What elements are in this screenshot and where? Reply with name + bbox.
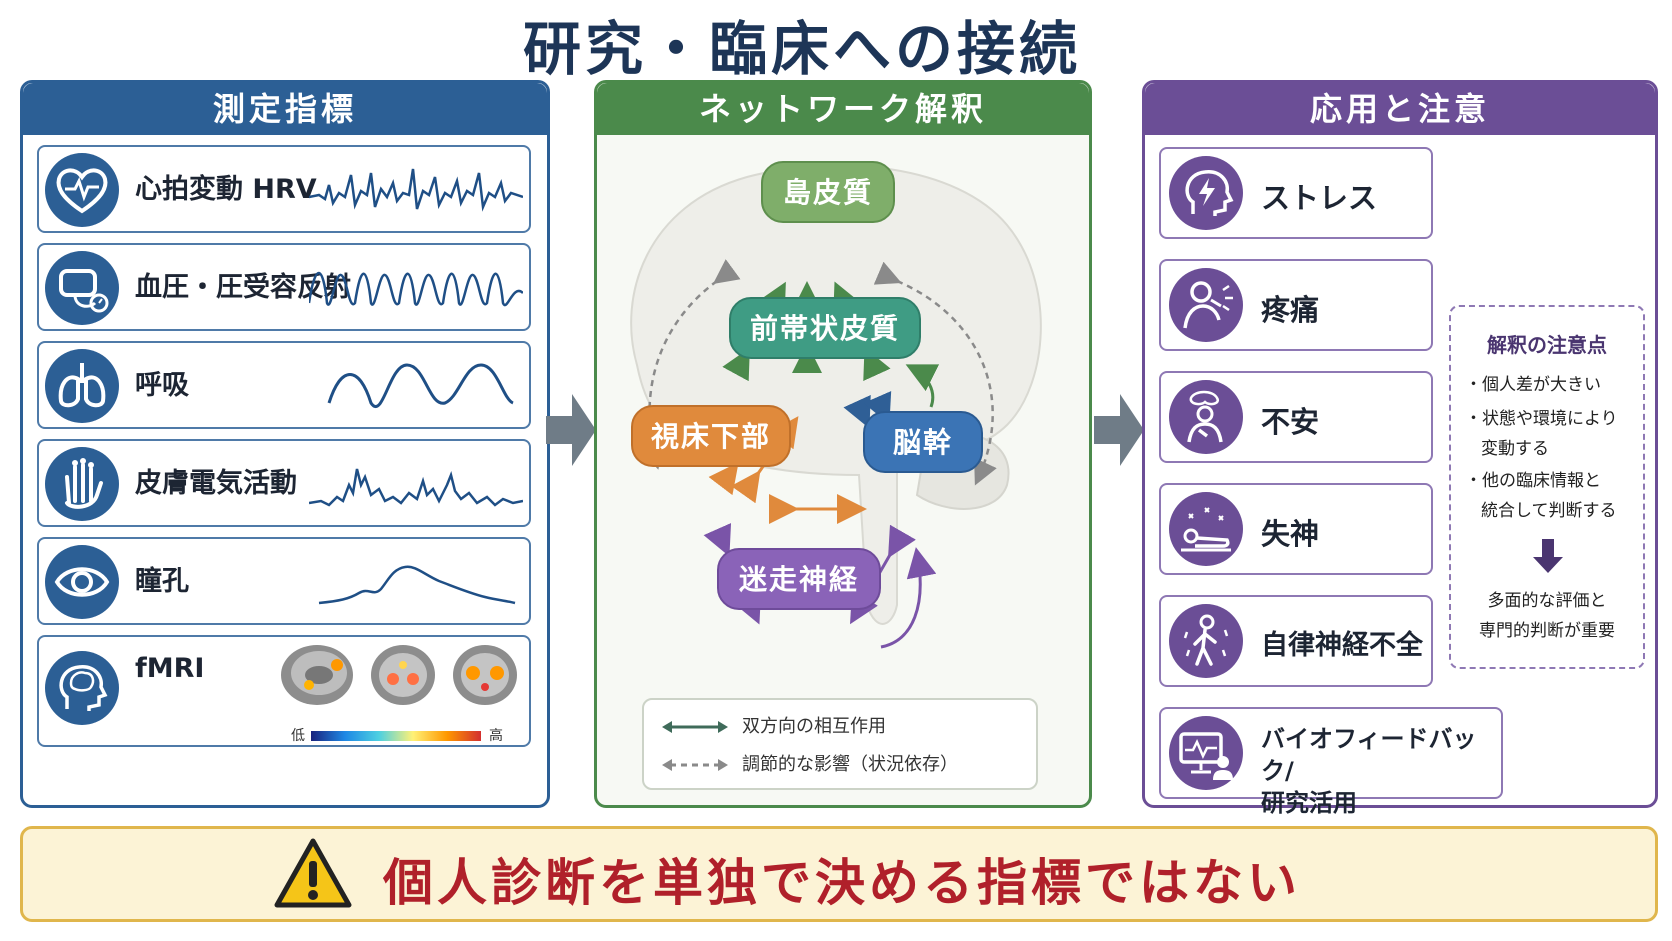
application-label: 不安 bbox=[1261, 405, 1320, 439]
flow-arrow-left-to-middle bbox=[546, 394, 596, 466]
biofeedback-label: バイオフィードバック/ 研究活用 bbox=[1261, 723, 1501, 819]
down-arrow-icon bbox=[1533, 539, 1563, 573]
application-card-biofeedback: バイオフィードバック/ 研究活用 bbox=[1159, 707, 1503, 817]
fmri-scan-images bbox=[281, 645, 517, 705]
node-hypothalamus: 視床下部 bbox=[631, 405, 791, 467]
legend-row-modulatory: 調節的な影響（状況依存） bbox=[662, 750, 958, 776]
monitor-user-icon bbox=[1169, 716, 1243, 790]
network-panel-header: ネットワーク解釈 bbox=[597, 83, 1089, 135]
eda-waveform bbox=[309, 468, 523, 507]
application-panel: 応用と注意 ストレス 疼痛 不安 失神 自律神経不全 バ bbox=[1142, 80, 1658, 817]
measure-card-hrv: 心拍変動 HRV bbox=[37, 145, 531, 233]
respiration-waveform bbox=[327, 363, 514, 408]
colorbar-high-label: 高 bbox=[489, 728, 503, 744]
network-legend: 双方向の相互作用 調節的な影響（状況依存） bbox=[642, 698, 1038, 790]
measure-card-fmri: fMRI 低 高 bbox=[37, 635, 531, 747]
caution-bullet-3a: ・他の臨床情報と bbox=[1465, 471, 1601, 491]
caution-conclusion-2: 専門的判断が重要 bbox=[1479, 621, 1615, 641]
application-card-autonomic-failure: 自律神経不全 bbox=[1159, 595, 1433, 687]
caution-title: 解釈の注意点 bbox=[1487, 333, 1607, 357]
fmri-colorbar bbox=[311, 731, 481, 741]
pain-neck-icon bbox=[1169, 268, 1243, 342]
stress-head-icon bbox=[1169, 156, 1243, 230]
blood-pressure-cuff-icon bbox=[45, 251, 119, 325]
application-panel-header: 応用と注意 bbox=[1145, 83, 1655, 135]
solid-double-arrow-icon bbox=[662, 721, 728, 733]
measurement-panel: 測定指標 心拍変動 HRV 血圧・圧受容反射 呼吸 皮膚電気活動 瞳孔 bbox=[20, 80, 550, 808]
colorbar-low-label: 低 bbox=[291, 728, 305, 744]
application-card-stress: ストレス bbox=[1159, 147, 1433, 239]
measure-label: 皮膚電気活動 bbox=[135, 468, 297, 499]
application-label: 疼痛 bbox=[1261, 293, 1320, 327]
measure-label: 瞳孔 bbox=[135, 566, 189, 597]
application-card-pain: 疼痛 bbox=[1159, 259, 1433, 351]
biofeedback-line1: バイオフィードバック/ bbox=[1261, 725, 1477, 785]
node-vagus: 迷走神経 bbox=[717, 548, 881, 610]
application-card-anxiety: 不安 bbox=[1159, 371, 1433, 463]
heart-pulse-icon bbox=[45, 153, 119, 227]
node-acc: 前帯状皮質 bbox=[729, 297, 921, 359]
measure-card-respiration: 呼吸 bbox=[37, 341, 531, 429]
fainting-person-icon bbox=[1169, 492, 1243, 566]
page-title: 研究・臨床への接続 bbox=[522, 15, 1081, 83]
warning-banner: 個人診断を単独で決める指標ではない bbox=[20, 826, 1658, 922]
blood-pressure-waveform bbox=[309, 271, 523, 307]
pupil-waveform bbox=[318, 565, 516, 605]
hrv-waveform bbox=[309, 168, 523, 212]
anxiety-person-icon bbox=[1169, 380, 1243, 454]
measure-label: 心拍変動 HRV bbox=[135, 174, 317, 205]
measure-card-blood-pressure: 血圧・圧受容反射 bbox=[37, 243, 531, 331]
node-brainstem: 脳幹 bbox=[863, 411, 983, 473]
network-panel: ネットワーク解釈 島皮質 前帯状皮質 視床下部 bbox=[594, 80, 1092, 808]
measure-card-eda: 皮膚電気活動 bbox=[37, 439, 531, 527]
edge-acc-self-loop bbox=[905, 364, 940, 408]
node-insula: 島皮質 bbox=[761, 161, 895, 223]
lungs-icon bbox=[45, 349, 119, 423]
caution-bullet-2b: 変動する bbox=[1481, 439, 1549, 459]
application-card-syncope: 失神 bbox=[1159, 483, 1433, 575]
measurement-panel-header: 測定指標 bbox=[23, 83, 547, 135]
dashed-double-arrow-icon bbox=[662, 759, 728, 771]
warning-text: 個人診断を単独で決める指標ではない bbox=[383, 854, 1301, 912]
warning-triangle-icon bbox=[274, 838, 352, 908]
edge-vagus-brainstem-curve bbox=[880, 547, 937, 649]
interpretation-caution-box: 解釈の注意点 ・個人差が大きい ・状態や環境により 変動する ・他の臨床情報と … bbox=[1449, 305, 1645, 669]
hand-electrodes-icon bbox=[45, 447, 119, 521]
caution-conclusion-1: 多面的な評価と bbox=[1487, 591, 1607, 611]
eye-icon bbox=[45, 545, 119, 619]
caution-bullet-1: ・個人差が大きい bbox=[1465, 375, 1601, 395]
flow-arrow-middle-to-right bbox=[1094, 394, 1144, 466]
caution-bullet-3b: 統合して判断する bbox=[1481, 501, 1617, 521]
dizzy-person-icon bbox=[1169, 604, 1243, 678]
application-label: ストレス bbox=[1261, 181, 1378, 215]
application-label: 失神 bbox=[1261, 517, 1320, 551]
measure-label: 呼吸 bbox=[135, 370, 189, 401]
biofeedback-line2: 研究活用 bbox=[1261, 789, 1357, 817]
legend-bidirectional-label: 双方向の相互作用 bbox=[742, 716, 886, 737]
head-brain-icon bbox=[45, 651, 119, 725]
measure-card-pupil: 瞳孔 bbox=[37, 537, 531, 625]
legend-modulatory-label: 調節的な影響（状況依存） bbox=[742, 754, 958, 775]
application-label: 自律神経不全 bbox=[1261, 630, 1423, 661]
legend-row-bidirectional: 双方向の相互作用 bbox=[662, 712, 886, 738]
caution-bullet-2a: ・状態や環境により bbox=[1465, 409, 1618, 429]
measure-label: fMRI bbox=[135, 653, 205, 684]
